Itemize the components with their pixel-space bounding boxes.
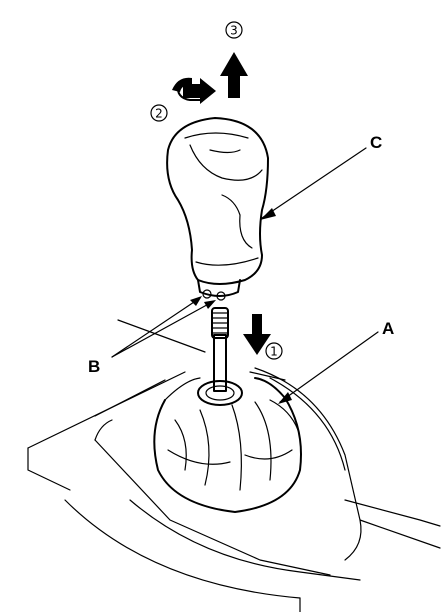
shift-knob (166, 117, 269, 301)
threaded-end (211, 307, 229, 339)
shift-lever (211, 307, 229, 392)
arrow-up-icon (220, 52, 248, 98)
step-1-number: 1 (270, 345, 278, 359)
leader-b (111, 296, 216, 358)
label-b: B (88, 357, 100, 376)
leader-c (260, 147, 367, 220)
leader-a (278, 331, 379, 404)
center-console (27, 319, 441, 612)
step-2-number: 2 (155, 107, 163, 121)
label-c: C (370, 133, 382, 152)
step-1-circle (265, 342, 283, 360)
step-2-circle (150, 104, 168, 122)
step-3-number: 3 (230, 24, 238, 38)
rotate-icon (172, 77, 216, 104)
arrow-down-icon (243, 314, 271, 355)
shift-boot (153, 377, 302, 513)
step-3-circle (225, 21, 243, 39)
label-a: A (382, 319, 394, 338)
